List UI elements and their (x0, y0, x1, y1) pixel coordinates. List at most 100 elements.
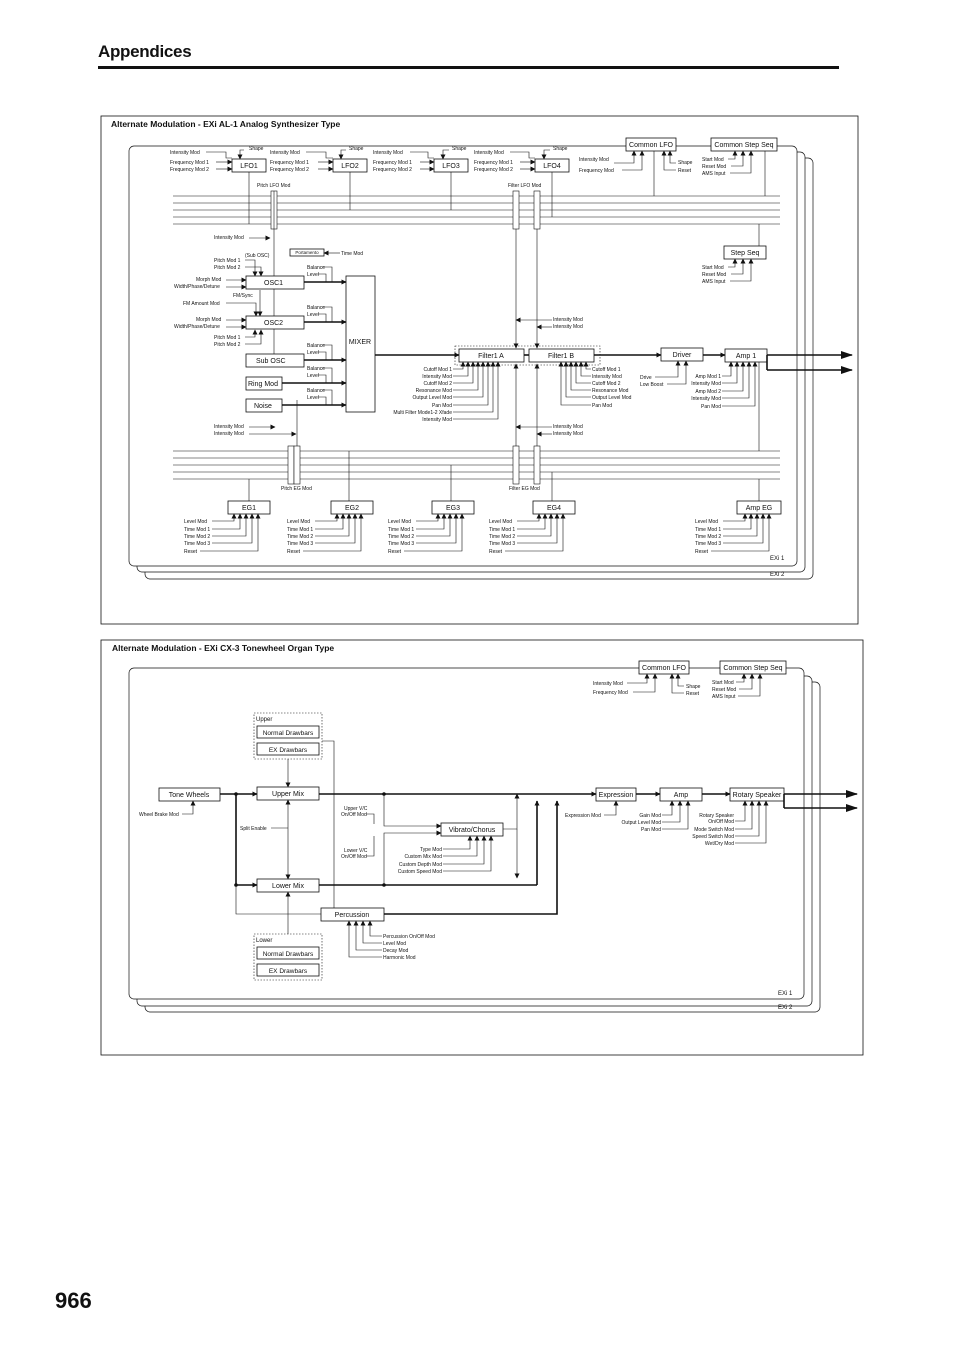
filter-a-mod-6: Multi Filter Mode1-2 Xfade (393, 410, 452, 416)
lower-ex-drawbars (256, 963, 320, 977)
cx3-step-start: Start Mod (712, 680, 734, 686)
eg1-group: EG1 Level Mod Time Mod 1 Time Mod 2 Time… (184, 479, 271, 555)
exi2-label: EXi 2 (770, 572, 785, 578)
header-rule (98, 66, 839, 69)
eg4-mod-3: Time Mod 3 (489, 541, 515, 547)
eg2-block (330, 500, 374, 515)
amp-eg-mod-4: Reset (695, 549, 709, 555)
cx3-common-lfo-group: Common LFO Intensity Mod Frequency Mod S… (593, 660, 701, 697)
eg4-label: EG4 (547, 505, 561, 512)
common-step-seq-start: Start Mod (702, 157, 724, 163)
lfo2-freq1: Frequency Mod 1 (270, 160, 309, 166)
common-step-seq-ams: AMS Input (702, 171, 726, 177)
balance-label-2: Balance (307, 305, 325, 311)
driver-mod-drive: Drive (640, 375, 652, 381)
eg3-group: EG3 Level Mod Time Mod 1 Time Mod 2 Time… (388, 465, 475, 555)
osc-intensity-b2: Intensity Mod (214, 431, 244, 437)
vibrato-mod-2: Custom Depth Mod (399, 862, 442, 868)
eg1-mod-4: Reset (184, 549, 198, 555)
lfo1-freq1: Frequency Mod 1 (170, 160, 209, 166)
sub-osc-label: Sub OSC (256, 358, 286, 365)
cx3-common-lfo-label: Common LFO (642, 665, 687, 672)
cx3-amp-mod-2: Pan Mod (641, 827, 661, 833)
lfo4-shape: Shape (553, 146, 568, 152)
lfo3-shape: Shape (452, 146, 467, 152)
filter-b-mod-4: Output Level Mod (592, 395, 632, 401)
filter-a-mod-0: Cutoff Mod 1 (423, 367, 452, 373)
percussion-group: Percussion Percussion On/Off Mod Level M… (320, 800, 560, 961)
filter-a-mod-5: Pan Mod (432, 403, 452, 409)
rotary-mod-2: Mode Switch Mod (694, 827, 734, 833)
lfo2-freq2: Frequency Mod 2 (270, 167, 309, 173)
amp-mod-2: Amp Mod 2 (695, 389, 721, 395)
noise-block-group: Noise (245, 398, 283, 413)
cx3-common-lfo-shape: Shape (686, 684, 701, 690)
filter-a-mod-3: Resonance Mod (416, 388, 453, 394)
lfo1-intensity: Intensity Mod (170, 150, 200, 156)
lower-normal-drawbars (256, 946, 320, 960)
upper-vc-label-1: Upper V/C (344, 806, 368, 812)
filter1b-label: Filter1 B (548, 353, 574, 360)
diagram-al1-title: Alternate Modulation - EXi AL-1 Analog S… (111, 119, 340, 129)
common-lfo-block (625, 137, 677, 152)
eg2-mod-1: Time Mod 1 (287, 527, 313, 533)
eg4-mod-0: Level Mod (489, 519, 512, 525)
eg3-mod-1: Time Mod 1 (388, 527, 414, 533)
eg4-block (532, 500, 576, 515)
portamento-time-mod: Time Mod (341, 251, 363, 257)
eg1-mod-3: Time Mod 3 (184, 541, 210, 547)
eg4-mod-1: Time Mod 1 (489, 527, 515, 533)
mix-group: Upper Mix Lower Mix Split Enable Upper V… (240, 786, 597, 893)
level-label-3: Level (307, 350, 319, 356)
filter1a-label: Filter1 A (478, 353, 504, 360)
ring-mod-label: Ring Mod (248, 381, 278, 388)
lower-vc-label-1: Lower V/C (344, 848, 368, 854)
common-step-seq-label: Common Step Seq (714, 142, 773, 149)
cx3-common-lfo-intensity: Intensity Mod (593, 681, 623, 687)
driver-mod-lowboost: Low Boost (640, 382, 664, 388)
filter-a-mod-7: Intensity Mod (422, 417, 452, 423)
vibrato-mod-3: Custom Speed Mod (398, 869, 442, 875)
eg3-mod-0: Level Mod (388, 519, 411, 525)
amp-eg-mod-2: Time Mod 2 (695, 534, 721, 540)
common-lfo-reset: Reset (678, 168, 692, 174)
tone-wheels-label: Tone Wheels (169, 792, 210, 799)
osc1-morph: Morph Mod (196, 277, 222, 283)
amp-mod-0: Amp Mod 1 (695, 374, 721, 380)
filter-lfo-mod-label: Filter LFO Mod (508, 183, 542, 189)
cx3-common-step-seq-label: Common Step Seq (723, 665, 782, 672)
upper-ex-label: EX Drawbars (269, 747, 308, 754)
amp-eg-mod-0: Level Mod (695, 519, 718, 525)
amp-mod-4: Pan Mod (701, 404, 721, 410)
osc-intensity-top: Intensity Mod (214, 235, 244, 241)
rotary-mod-3: Speed Switch Mod (692, 834, 734, 840)
upper-normal-label: Normal Drawbars (263, 730, 314, 737)
mod-bus-bottom (173, 450, 780, 480)
eg2-mod-2: Time Mod 2 (287, 534, 313, 540)
lfo1-group: LFO1 Shape Intensity Mod Frequency Mod 1… (170, 146, 267, 224)
pitch-lfo-mod-label: Pitch LFO Mod (257, 183, 291, 189)
percussion-mod-2: Decay Mod (383, 948, 409, 954)
osc2-morph: Morph Mod (196, 317, 222, 323)
amp-mod-1: Intensity Mod (691, 381, 721, 387)
level-label-1: Level (307, 272, 319, 278)
common-lfo-freq: Frequency Mod (579, 168, 614, 174)
eg2-group: EG2 Level Mod Time Mod 1 Time Mod 2 Time… (287, 451, 374, 555)
lfo3-freq1: Frequency Mod 1 (373, 160, 412, 166)
tone-wheels-group: Tone Wheels Wheel Brake Mod (139, 787, 321, 915)
eg3-mod-4: Reset (388, 549, 402, 555)
cx3-step-ams: AMS Input (712, 694, 736, 700)
cx3-common-lfo-freq: Frequency Mod (593, 690, 628, 696)
eg3-mod-2: Time Mod 2 (388, 534, 414, 540)
cx3-common-lfo-block (638, 660, 690, 675)
osc2-pitch2: Pitch Mod 2 (214, 342, 241, 348)
filter-a-mod-4: Output Level Mod (413, 395, 453, 401)
upper-title: Upper (256, 717, 272, 723)
osc-fmsync: FM/Sync (233, 293, 253, 299)
cx3-amp-mod-0: Gain Mod (639, 813, 661, 819)
amp-eg-label: Amp EG (746, 505, 772, 512)
eg2-mod-4: Reset (287, 549, 301, 555)
vibrato-mod-0: Type Mod (420, 847, 442, 853)
cx3-common-lfo-reset: Reset (686, 691, 700, 697)
